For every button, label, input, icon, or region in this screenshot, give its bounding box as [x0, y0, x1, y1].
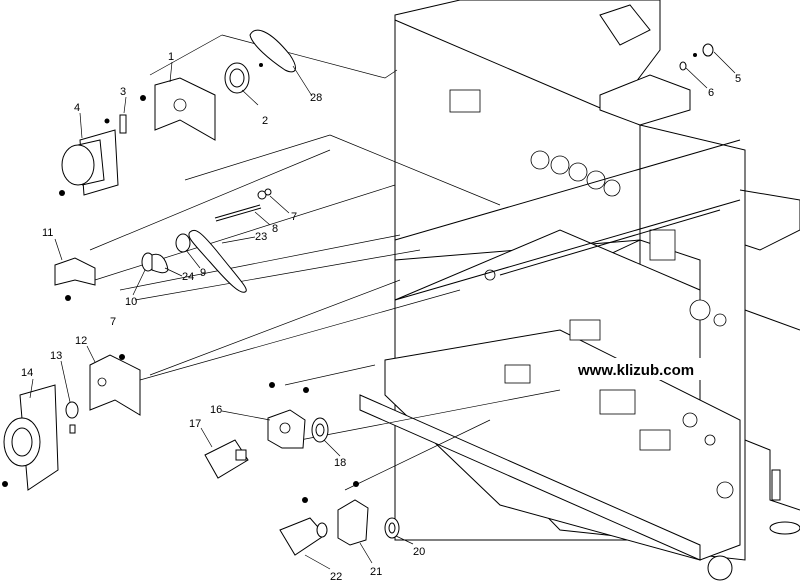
callout-13: 13 [50, 350, 62, 362]
leader-lines [29, 51, 736, 570]
plate-part-12 [89, 354, 141, 416]
motor-part-4 [59, 129, 119, 196]
bracket-part-16 [267, 382, 309, 449]
callout-11: 11 [42, 227, 53, 239]
callout-14: 14 [21, 367, 33, 379]
gear-part-13 [65, 401, 79, 434]
watermark-background [574, 358, 732, 380]
shaft-part-8 [214, 188, 272, 222]
callout-18: 18 [334, 457, 346, 469]
watermark-text: www.klizub.com [577, 362, 694, 379]
callout-28: 28 [310, 92, 322, 104]
bracket-part-11 [54, 257, 96, 301]
motor-part-22 [279, 517, 328, 556]
gear-part-20 [384, 517, 400, 539]
belt-part-28 [249, 29, 296, 73]
callout-22: 22 [330, 571, 342, 583]
belt-part-23 [188, 229, 247, 293]
callout-1: 1 [168, 51, 174, 63]
callout-4: 4 [74, 102, 80, 114]
callout-17: 17 [189, 418, 201, 430]
callout-3: 3 [120, 86, 126, 98]
gear-part-18 [311, 417, 329, 443]
callout-9: 9 [200, 267, 206, 279]
callout-2: 2 [262, 115, 268, 127]
callout-6: 6 [708, 87, 714, 99]
callout-12: 12 [75, 335, 87, 347]
pulley-part-9 [175, 233, 191, 253]
pulley-part-24 [141, 252, 169, 274]
callout-23: 23 [255, 231, 267, 243]
gear-part-2 [224, 62, 263, 94]
callout-20: 20 [413, 546, 425, 558]
bracket-part-1 [154, 77, 216, 141]
callout-16: 16 [210, 404, 222, 416]
callout-24: 24 [182, 271, 194, 283]
callout-8: 8 [272, 223, 278, 235]
projection-lines [89, 34, 561, 491]
callout-10: 10 [125, 296, 137, 308]
motor-part-14 [2, 384, 59, 491]
callout-21: 21 [370, 566, 382, 578]
callout-7b: 7 [110, 316, 116, 328]
main-frame [359, 0, 800, 581]
callout-labels: 1 2 3 4 5 6 7 7 8 9 10 11 12 13 14 16 17… [21, 51, 741, 583]
gear-part-5 [693, 43, 714, 57]
washer-part-6 [679, 61, 687, 71]
callout-5: 5 [735, 73, 741, 85]
frame-holes [449, 89, 734, 499]
callout-7a: 7 [291, 211, 297, 223]
motor-part-17 [204, 439, 249, 479]
bracket-part-21 [302, 481, 369, 546]
screw-part-3 [104, 95, 146, 134]
